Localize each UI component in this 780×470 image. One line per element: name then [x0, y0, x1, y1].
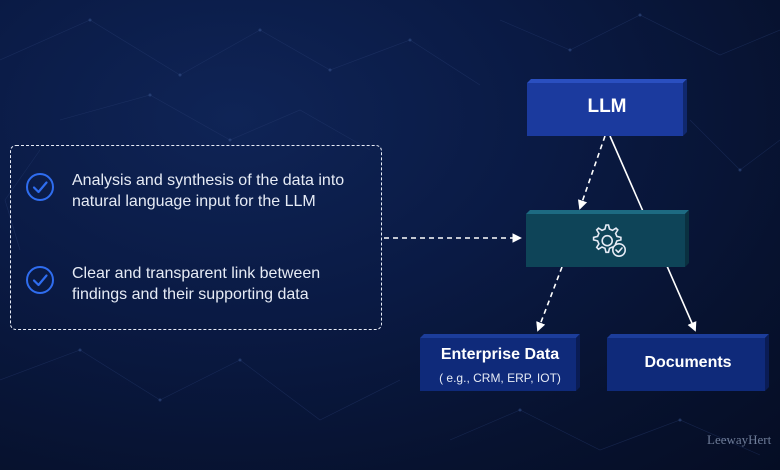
bullet-item: Clear and transparent link between findi… [25, 263, 362, 305]
processor-block [526, 210, 689, 267]
llm-label: LLM [587, 96, 627, 117]
documents-block: Documents [607, 334, 769, 391]
brand-watermark: LeewayHert [707, 432, 772, 447]
bullet-text: Analysis and synthesis of the data into … [72, 172, 345, 210]
bullet-item: Analysis and synthesis of the data into … [25, 170, 362, 212]
bullet-text: Clear and transparent link between findi… [72, 265, 321, 303]
check-circle-icon [26, 266, 54, 294]
documents-label: Documents [644, 354, 732, 371]
enterprise-data-sublabel: ( e.g., CRM, ERP, IOT) [439, 371, 561, 385]
enterprise-data-label: Enterprise Data [440, 346, 560, 363]
gear-check-icon [592, 224, 626, 257]
check-circle-icon [26, 173, 54, 201]
llm-block: LLM [527, 79, 687, 136]
enterprise-data-block: Enterprise Data ( e.g., CRM, ERP, IOT) [420, 334, 580, 391]
description-box [10, 145, 382, 330]
